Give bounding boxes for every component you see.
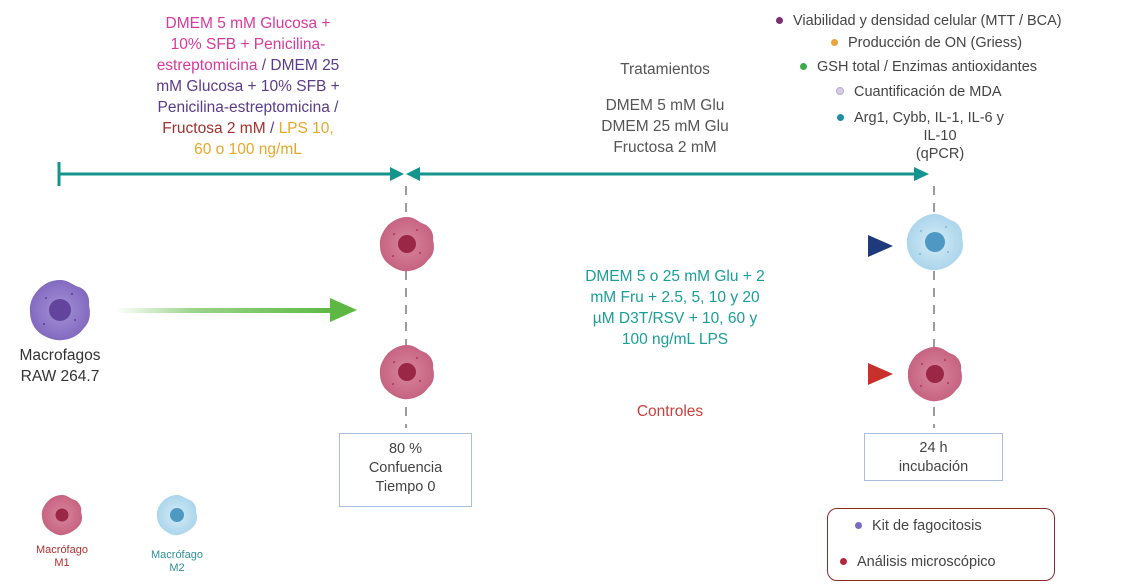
macrophage-label: Macrofagos RAW 264.7 <box>0 345 120 387</box>
condition-line-6a: Fructosa 2 mM <box>162 120 266 137</box>
legend-m1-line-1: Macrófago <box>36 544 88 556</box>
assay-dot-1 <box>776 16 783 24</box>
condition-line-1: DMEM 5 mM Glucosa + <box>165 15 331 32</box>
kit-dot-2 <box>840 557 847 565</box>
kit-label-2: Análisis microscópico <box>857 554 996 570</box>
raw-macrophage-cell <box>29 280 90 341</box>
assay-label-2: Producción de ON (Griess) <box>848 35 1023 51</box>
navy-dotted-arrow <box>452 235 893 257</box>
legend-m1-line-2: M1 <box>54 557 70 569</box>
end-box-line-1: 24 h <box>919 440 948 456</box>
controls-label: Controles <box>636 403 704 420</box>
treatment-3: Fructosa 2 mM <box>613 139 717 156</box>
m2-cell-end <box>906 214 963 271</box>
m1-cell-bottom <box>379 345 434 400</box>
treatments-title: Tratamientos <box>620 61 710 78</box>
start-box: 80 % Confuencia Tiempo 0 <box>339 433 472 507</box>
treatment-2: DMEM 25 mM Glu <box>601 118 729 135</box>
assay-label-3: GSH total / Enzimas antioxidantes <box>817 59 1038 75</box>
assay-cont-line-2: (qPCR) <box>915 146 965 162</box>
assay-item-5: Arg1, Cybb, IL-1, IL-6 y <box>837 110 1004 126</box>
assay-item-3: GSH total / Enzimas antioxidantes <box>800 59 1037 75</box>
m1-cell-top <box>379 217 434 272</box>
legend-m1-cell <box>41 495 83 536</box>
start-box-line-1: 80 % <box>388 441 423 457</box>
red-dotted-arrow <box>458 363 893 385</box>
treatment-1: DMEM 5 mM Glu <box>605 97 725 114</box>
assay-dot-3 <box>800 62 807 70</box>
legend-m2-line-2: M2 <box>169 562 185 574</box>
assay-label-1: Viabilidad y densidad celular (MTT / BCA… <box>793 13 1062 29</box>
m1-cell-end <box>907 347 962 402</box>
condition-line-3b: / DMEM 25 <box>257 57 340 74</box>
kit-dot-1 <box>855 521 862 529</box>
start-box-line-2: Confuencia <box>368 460 443 476</box>
assay-label-4: Cuantificación de MDA <box>854 84 1002 100</box>
legend-m2-label: Macrófago M2 <box>137 549 217 575</box>
assay-item-2: Producción de ON (Griess) <box>831 35 1022 51</box>
left-condition-text: DMEM 5 mM Glucosa + 10% SFB + Penicilina… <box>118 13 378 160</box>
condition-line-6b: / <box>265 120 279 137</box>
mix-line-3: µM D3T/RSV + 10, 60 y <box>592 310 758 327</box>
assay-dot-2 <box>831 38 838 46</box>
legend-m1-label: Macrófago M1 <box>22 544 102 570</box>
kit-box: Kit de fagocitosis Análisis microscópico <box>827 508 1055 581</box>
macrophage-label-line-1: Macrofagos <box>19 347 101 364</box>
end-box-line-2: incubación <box>898 459 969 475</box>
kit-item-2: Análisis microscópico <box>840 554 996 570</box>
mix-line-4: 100 ng/mL LPS <box>621 331 729 348</box>
assay-dot-4 <box>836 87 844 96</box>
mix-line-1: DMEM 5 o 25 mM Glu + 2 <box>585 268 765 285</box>
treatment-mix-text: DMEM 5 o 25 mM Glu + 2 mM Fru + 2.5, 5, … <box>540 266 810 350</box>
kit-label-1: Kit de fagocitosis <box>872 518 982 534</box>
mix-line-2: mM Fru + 2.5, 5, 10 y 20 <box>590 289 760 306</box>
green-arrow <box>115 298 357 322</box>
legend-m2-line-1: Macrófago <box>151 549 203 561</box>
assay-item-4: Cuantificación de MDA <box>836 84 1002 100</box>
end-box: 24 h incubación <box>864 433 1003 481</box>
assay-label-5: Arg1, Cybb, IL-1, IL-6 y <box>854 110 1004 126</box>
assay-dot-5 <box>837 113 844 121</box>
condition-line-4: mM Glucosa + 10% SFB + <box>156 78 340 95</box>
assays-legend: Viabilidad y densidad celular (MTT / BCA… <box>0 0 1121 170</box>
macrophage-label-line-2: RAW 264.7 <box>20 368 100 385</box>
condition-line-5: Penicilina-estreptomicina / <box>157 99 339 116</box>
condition-line-7: 60 o 100 ng/mL <box>194 141 302 158</box>
assay-cont-line-1: IL-10 <box>923 128 957 144</box>
treatments-list: DMEM 5 mM Glu DMEM 25 mM Glu Fructosa 2 … <box>570 95 760 158</box>
condition-line-2: 10% SFB + Penicilina- <box>170 36 326 53</box>
assay-item-1: Viabilidad y densidad celular (MTT / BCA… <box>776 13 1062 29</box>
condition-line-6c: LPS 10, <box>278 120 334 137</box>
start-box-line-3: Tiempo 0 <box>375 479 436 495</box>
condition-line-3a: estreptomicina <box>156 57 258 74</box>
kit-item-1: Kit de fagocitosis <box>855 518 982 534</box>
legend-m2-cell <box>156 495 197 536</box>
timeline-arrow <box>57 162 929 186</box>
assay-item-5-cont: IL-10 (qPCR) <box>900 127 980 163</box>
